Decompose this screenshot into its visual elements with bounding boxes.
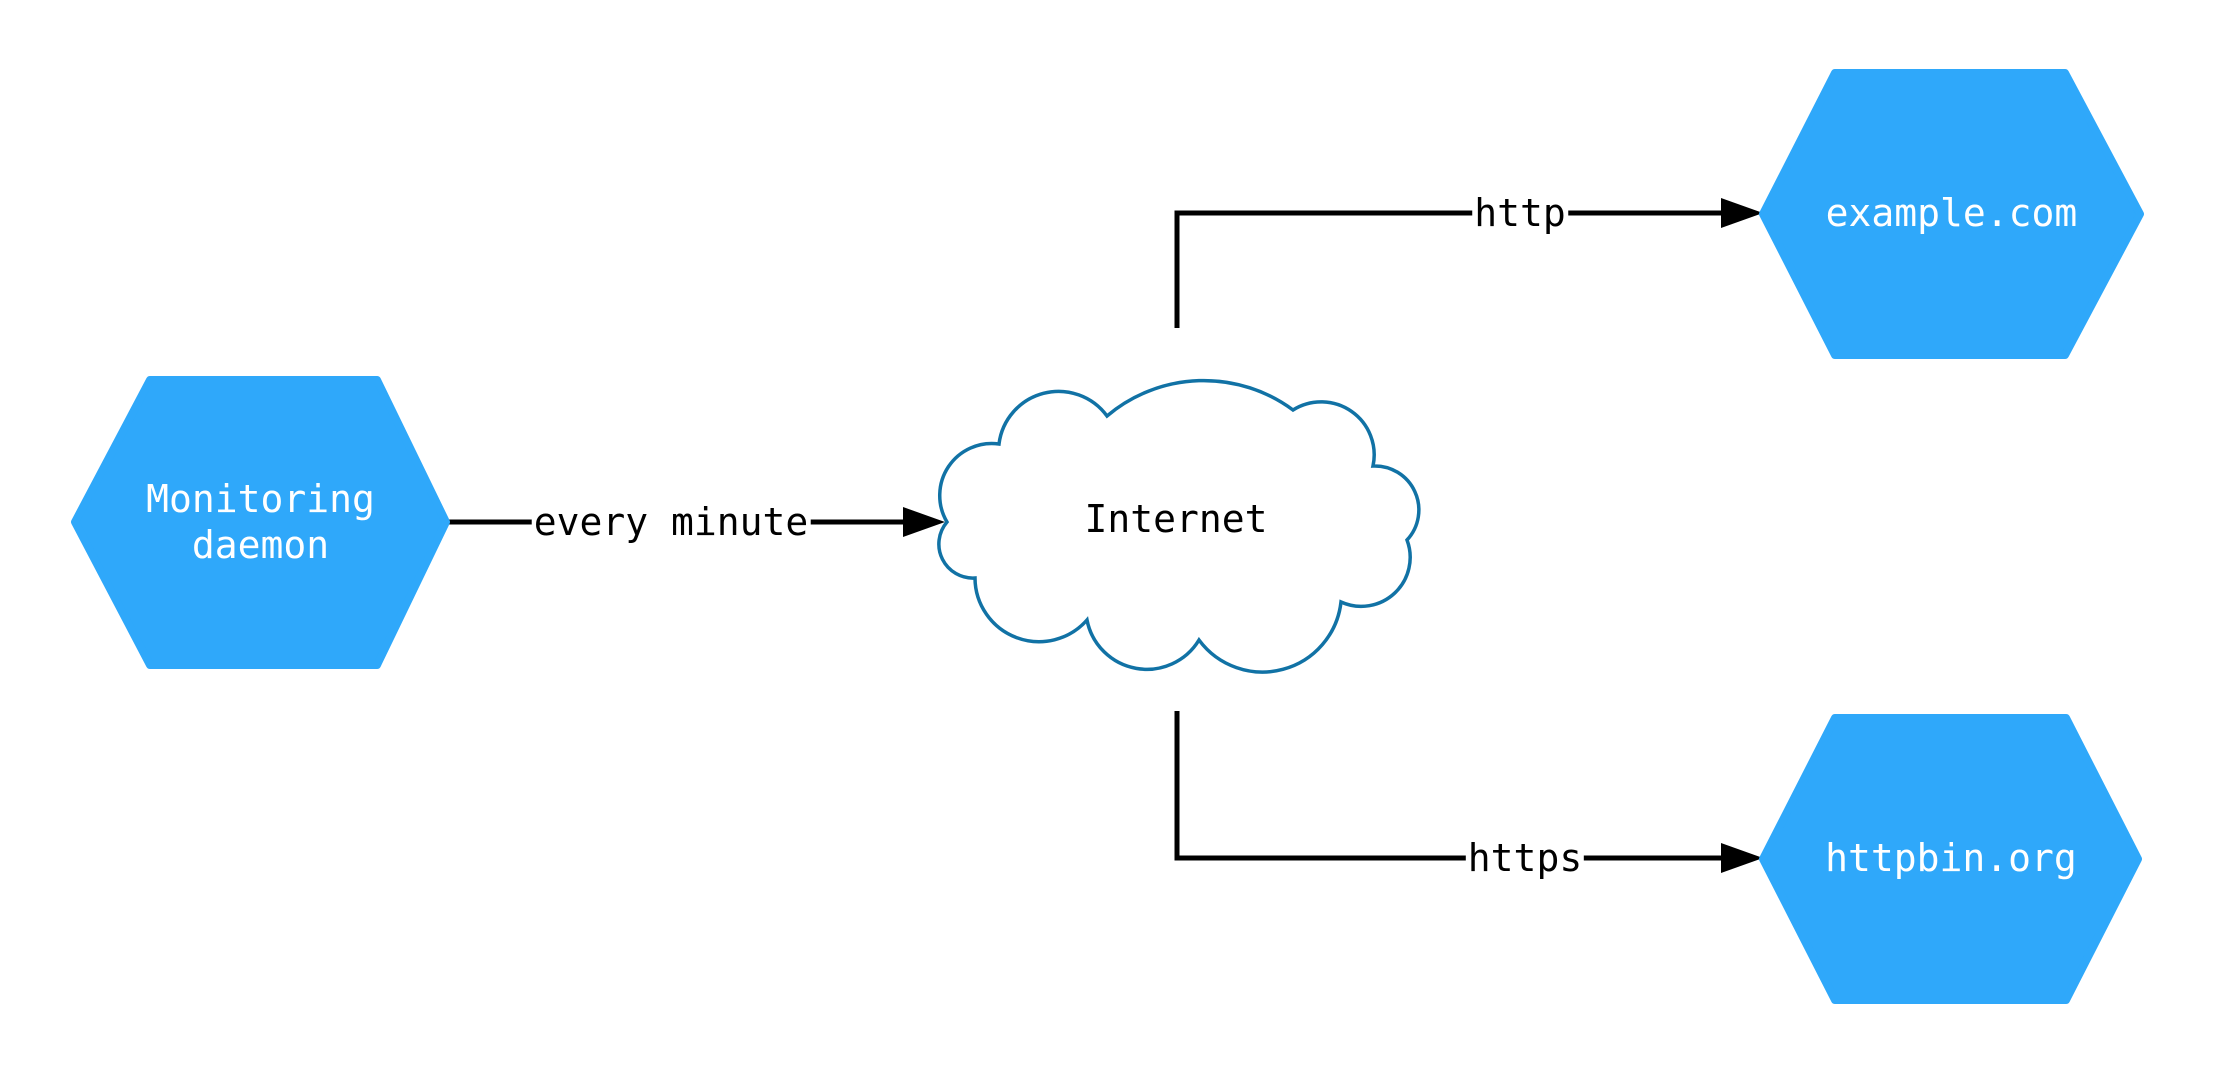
node-monitoring-daemon-shape [71, 376, 450, 669]
edge-https-arrowhead-icon [1721, 843, 1763, 873]
edge-http-line [1174, 210, 1723, 328]
edge-every-minute-arrowhead-icon [903, 507, 945, 537]
edge-http-label: http [1472, 191, 1568, 236]
edge-http-arrowhead-icon [1721, 198, 1763, 228]
cloud-icon [937, 378, 1421, 674]
node-httpbin-org-shape [1759, 714, 2142, 1004]
edge-every-minute-label: every minute [531, 500, 811, 545]
edge-https-label: https [1465, 836, 1585, 881]
node-example-com-shape [1759, 69, 2144, 359]
edge-https-line [1174, 711, 1723, 861]
